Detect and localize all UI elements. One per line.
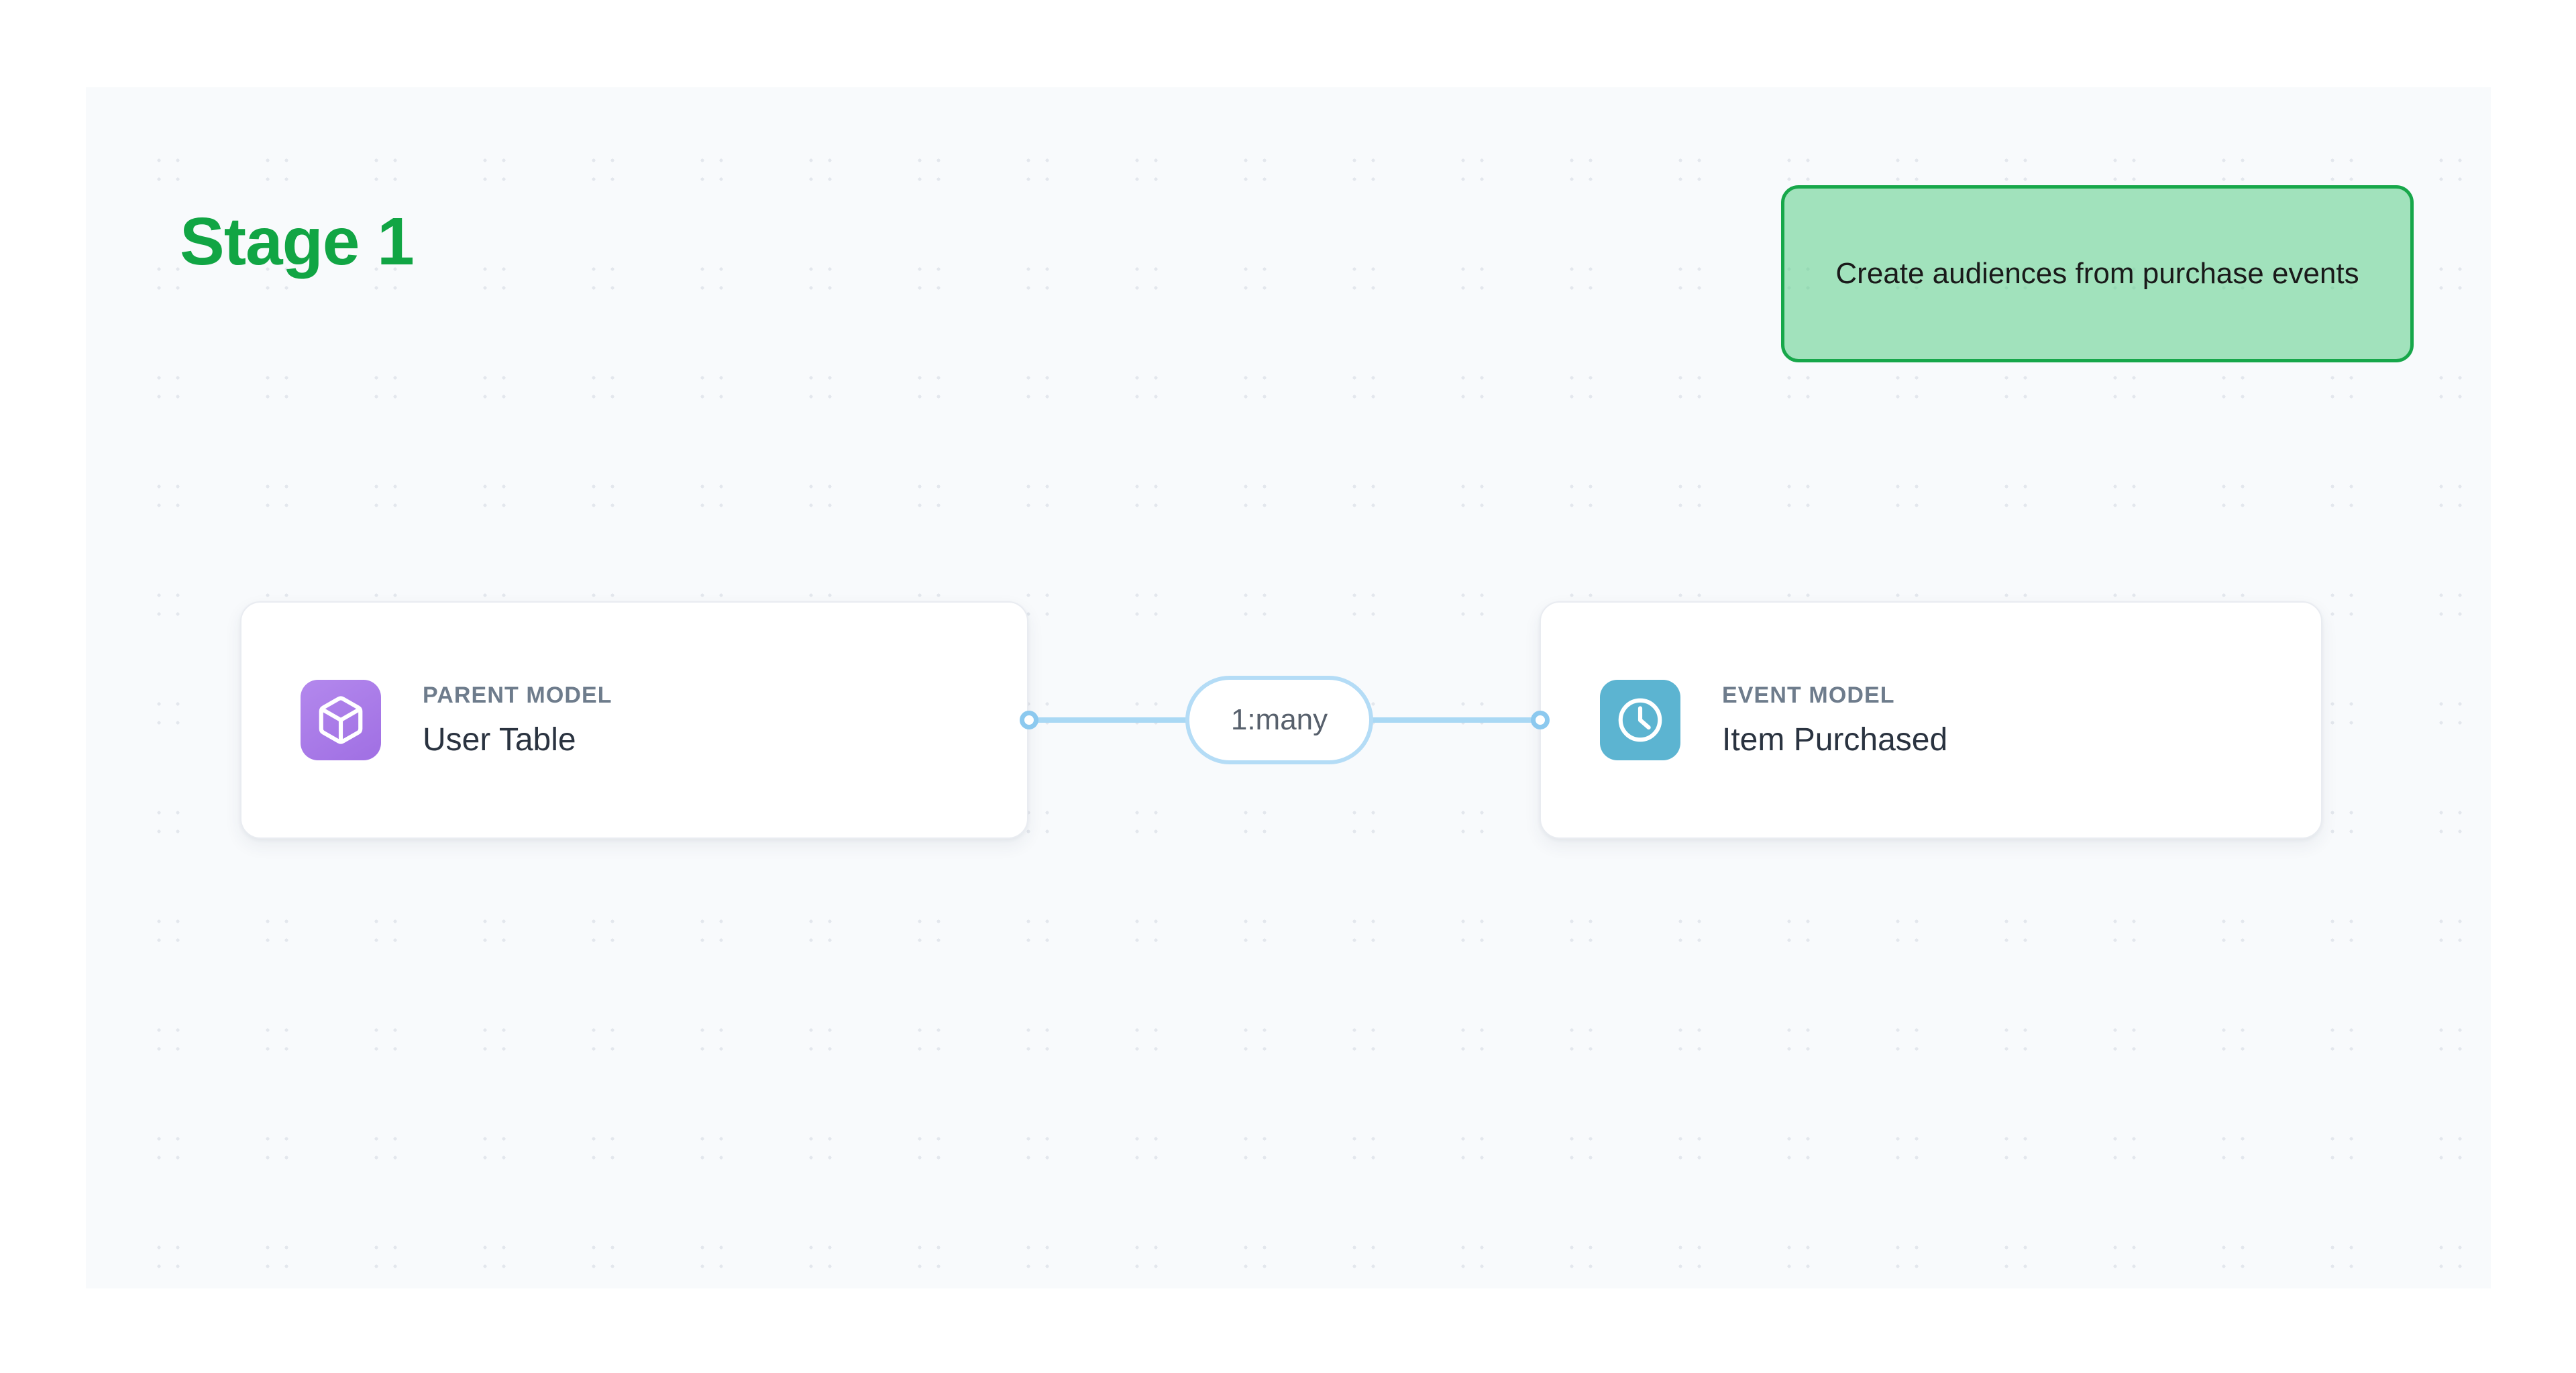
relationship-label: 1:many [1230,703,1328,736]
connector-line-left [1033,717,1201,723]
node-kicker-parent-model: PARENT MODEL [423,682,612,708]
annotation-badge: Create audiences from purchase events [1781,185,2414,362]
cube-icon [301,680,381,760]
node-title-parent-model: User Table [423,722,576,758]
connector-endpoint-target[interactable] [1531,711,1550,729]
connector-endpoint-source[interactable] [1020,711,1038,729]
annotation-badge-label: Create audiences from purchase events [1835,256,2359,290]
relationship-pill[interactable]: 1:many [1185,676,1373,764]
relationship-connector: 1:many [1020,676,1550,764]
page-title: Stage 1 [180,204,415,279]
node-kicker-event-model: EVENT MODEL [1722,682,1895,708]
node-title-event-model: Item Purchased [1722,722,1948,758]
node-text-event-model: EVENT MODEL Item Purchased [1722,684,1947,756]
node-text-parent-model: PARENT MODEL User Table [423,684,612,756]
clock-icon [1600,680,1680,760]
connector-line-right [1368,717,1536,723]
node-card-parent-model[interactable]: PARENT MODEL User Table [240,601,1028,839]
node-card-event-model[interactable]: EVENT MODEL Item Purchased [1540,601,2322,839]
